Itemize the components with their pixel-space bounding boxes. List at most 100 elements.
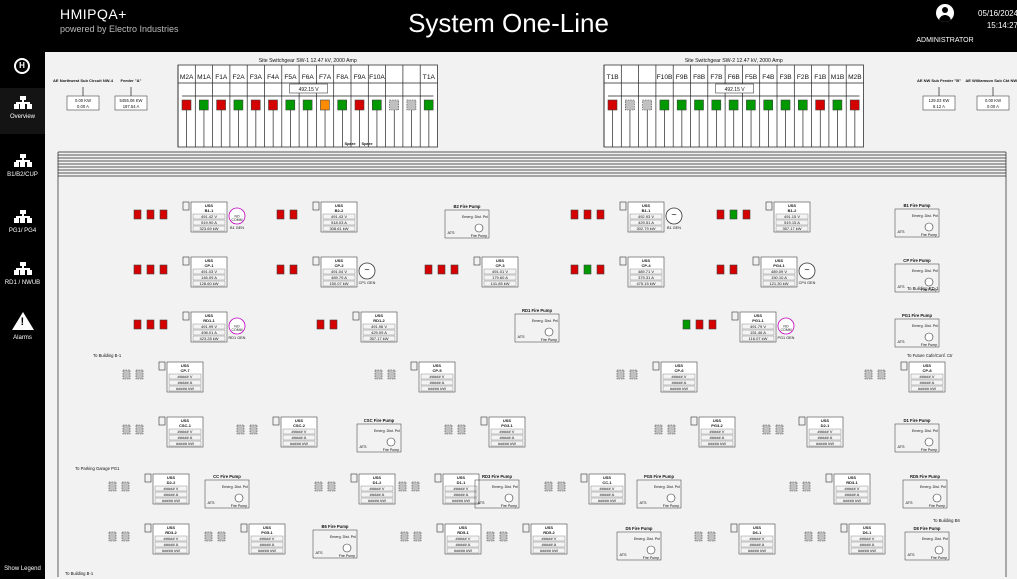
switchgear-sw1-voltage-box[interactable] (289, 83, 328, 94)
fp-lower-pump-icon[interactable] (934, 545, 944, 555)
uss-cp-3-breaker[interactable] (450, 264, 459, 275)
uss-nocomm-breaker[interactable] (122, 369, 131, 380)
sidebar-item-pg1-pg4[interactable]: PG1/ PG4 (0, 202, 45, 248)
switchgear-sw2-breaker[interactable] (815, 99, 825, 111)
uss-nocomm-breaker[interactable] (789, 481, 798, 492)
uss-nocomm-breaker[interactable] (387, 369, 396, 380)
uss-b2-2-breaker[interactable] (276, 209, 285, 220)
uss-rd1-2-breaker[interactable] (316, 319, 325, 330)
uss-nocomm-breaker[interactable] (217, 531, 226, 542)
fp-lower-panel[interactable] (474, 479, 520, 509)
fp-b2-panel[interactable] (444, 209, 490, 239)
uss-b1-2-breaker[interactable] (742, 209, 751, 220)
fp-lower-panel[interactable] (312, 529, 358, 559)
uss-cp-1-breaker[interactable] (133, 264, 142, 275)
switchgear-sw2-breaker[interactable] (746, 99, 756, 111)
uss-pg1-1-generator-icon[interactable] (777, 317, 795, 335)
uss-nocomm-breaker[interactable] (400, 531, 409, 542)
uss-cp-1-breaker[interactable] (146, 264, 155, 275)
fp-lower-pump-icon[interactable] (386, 437, 396, 447)
switchgear-sw2-breaker[interactable] (849, 99, 860, 111)
fp-lower-panel[interactable] (894, 423, 940, 453)
uss-cp-2-breaker[interactable] (276, 264, 285, 275)
fp-pg1-pump-icon[interactable] (924, 332, 934, 342)
feeder-nw4-meter[interactable] (66, 95, 100, 111)
fp-lower-pump-icon[interactable] (932, 493, 942, 503)
switchgear-sw1-breaker[interactable] (371, 99, 382, 111)
uss-nocomm-breaker[interactable] (398, 481, 407, 492)
uss-nocomm-breaker[interactable] (314, 481, 323, 492)
fp-rd1-panel[interactable] (514, 313, 560, 343)
switchgear-sw2-breaker[interactable] (694, 99, 704, 111)
fp-cp-panel[interactable] (894, 263, 940, 293)
uss-b1-2-breaker[interactable] (729, 209, 738, 220)
fp-lower-pump-icon[interactable] (342, 543, 352, 553)
uss-rd1-1-breaker[interactable] (146, 319, 155, 330)
switchgear-sw1-breaker[interactable] (268, 99, 278, 111)
uss-nocomm-breaker[interactable] (413, 531, 422, 542)
uss-nocomm-breaker[interactable] (122, 424, 131, 435)
uss-nocomm-breaker[interactable] (108, 531, 117, 542)
switchgear-sw2-breaker[interactable] (676, 99, 687, 111)
switchgear-sw2-voltage-box[interactable] (715, 83, 754, 94)
uss-nocomm-breaker[interactable] (629, 369, 638, 380)
uss-nocomm-breaker[interactable] (775, 424, 784, 435)
feeder-williamson-meter[interactable] (976, 95, 1010, 111)
switchgear-sw2-breaker[interactable] (832, 99, 843, 111)
uss-nocomm-breaker[interactable] (877, 369, 886, 380)
switchgear-sw1-breaker[interactable] (250, 99, 261, 111)
uss-nocomm-breaker[interactable] (486, 531, 495, 542)
feeder-a-meter[interactable] (114, 95, 148, 111)
fp-lower-panel[interactable] (356, 423, 402, 453)
fp-b1-panel[interactable] (894, 208, 940, 238)
uss-nocomm-breaker[interactable] (864, 369, 873, 380)
switchgear-sw2-breaker[interactable] (763, 99, 774, 111)
fp-b1-pump-icon[interactable] (924, 222, 934, 232)
uss-b1-1b-breaker[interactable] (570, 209, 579, 220)
uss-b1-1-breaker[interactable] (159, 209, 168, 220)
uss-nocomm-breaker[interactable] (557, 481, 566, 492)
uss-b1-1b-breaker[interactable] (583, 209, 592, 220)
uss-nocomm-breaker[interactable] (108, 481, 117, 492)
uss-nocomm-breaker[interactable] (444, 424, 453, 435)
uss-cp-1-breaker[interactable] (159, 264, 168, 275)
uss-nocomm-breaker[interactable] (236, 424, 245, 435)
uss-nocomm-breaker[interactable] (249, 424, 258, 435)
switchgear-sw1-breaker[interactable] (406, 99, 417, 111)
fp-lower-panel[interactable] (616, 531, 662, 561)
switchgear-sw2-breaker[interactable] (624, 99, 635, 111)
uss-cp-4-breaker[interactable] (570, 264, 579, 275)
switchgear-sw1-breaker[interactable] (389, 99, 399, 111)
uss-b1-1b-breaker[interactable] (596, 209, 605, 220)
uss-nocomm-breaker[interactable] (327, 481, 336, 492)
switchgear-sw2-breaker[interactable] (797, 99, 808, 111)
uss-nocomm-breaker[interactable] (204, 531, 213, 542)
uss-pg1-1-breaker[interactable] (695, 319, 704, 330)
switchgear-sw1-breaker[interactable] (181, 99, 192, 111)
home-logo-icon[interactable]: H (14, 58, 30, 74)
uss-nocomm-breaker[interactable] (616, 369, 625, 380)
fp-pg1-panel[interactable] (894, 318, 940, 348)
uss-nocomm-breaker[interactable] (121, 531, 130, 542)
switchgear-sw1-breaker[interactable] (285, 99, 296, 111)
uss-nocomm-breaker[interactable] (762, 424, 771, 435)
uss-nocomm-breaker[interactable] (817, 531, 826, 542)
fp-lower-pump-icon[interactable] (504, 493, 514, 503)
uss-pg4-1-generator-icon[interactable] (798, 262, 816, 280)
uss-nocomm-breaker[interactable] (544, 481, 553, 492)
user-menu[interactable]: ADMINISTRATOR (910, 4, 980, 44)
fp-lower-pump-icon[interactable] (924, 437, 934, 447)
uss-cp-3-breaker[interactable] (424, 264, 433, 275)
uss-rd1-2-breaker[interactable] (329, 319, 338, 330)
fp-b2-pump-icon[interactable] (474, 223, 484, 233)
switchgear-sw1-breaker[interactable] (233, 99, 244, 111)
switchgear-sw2-breaker[interactable] (780, 99, 791, 111)
uss-nocomm-breaker[interactable] (135, 369, 144, 380)
user-avatar-icon[interactable] (936, 4, 954, 22)
uss-rd1-1-breaker[interactable] (133, 319, 142, 330)
switchgear-sw2-breaker[interactable] (728, 99, 739, 111)
uss-b1-2-breaker[interactable] (716, 209, 725, 220)
switchgear-sw1-breaker[interactable] (216, 99, 226, 111)
uss-pg4-1-breaker[interactable] (729, 264, 738, 275)
uss-nocomm-breaker[interactable] (707, 531, 716, 542)
